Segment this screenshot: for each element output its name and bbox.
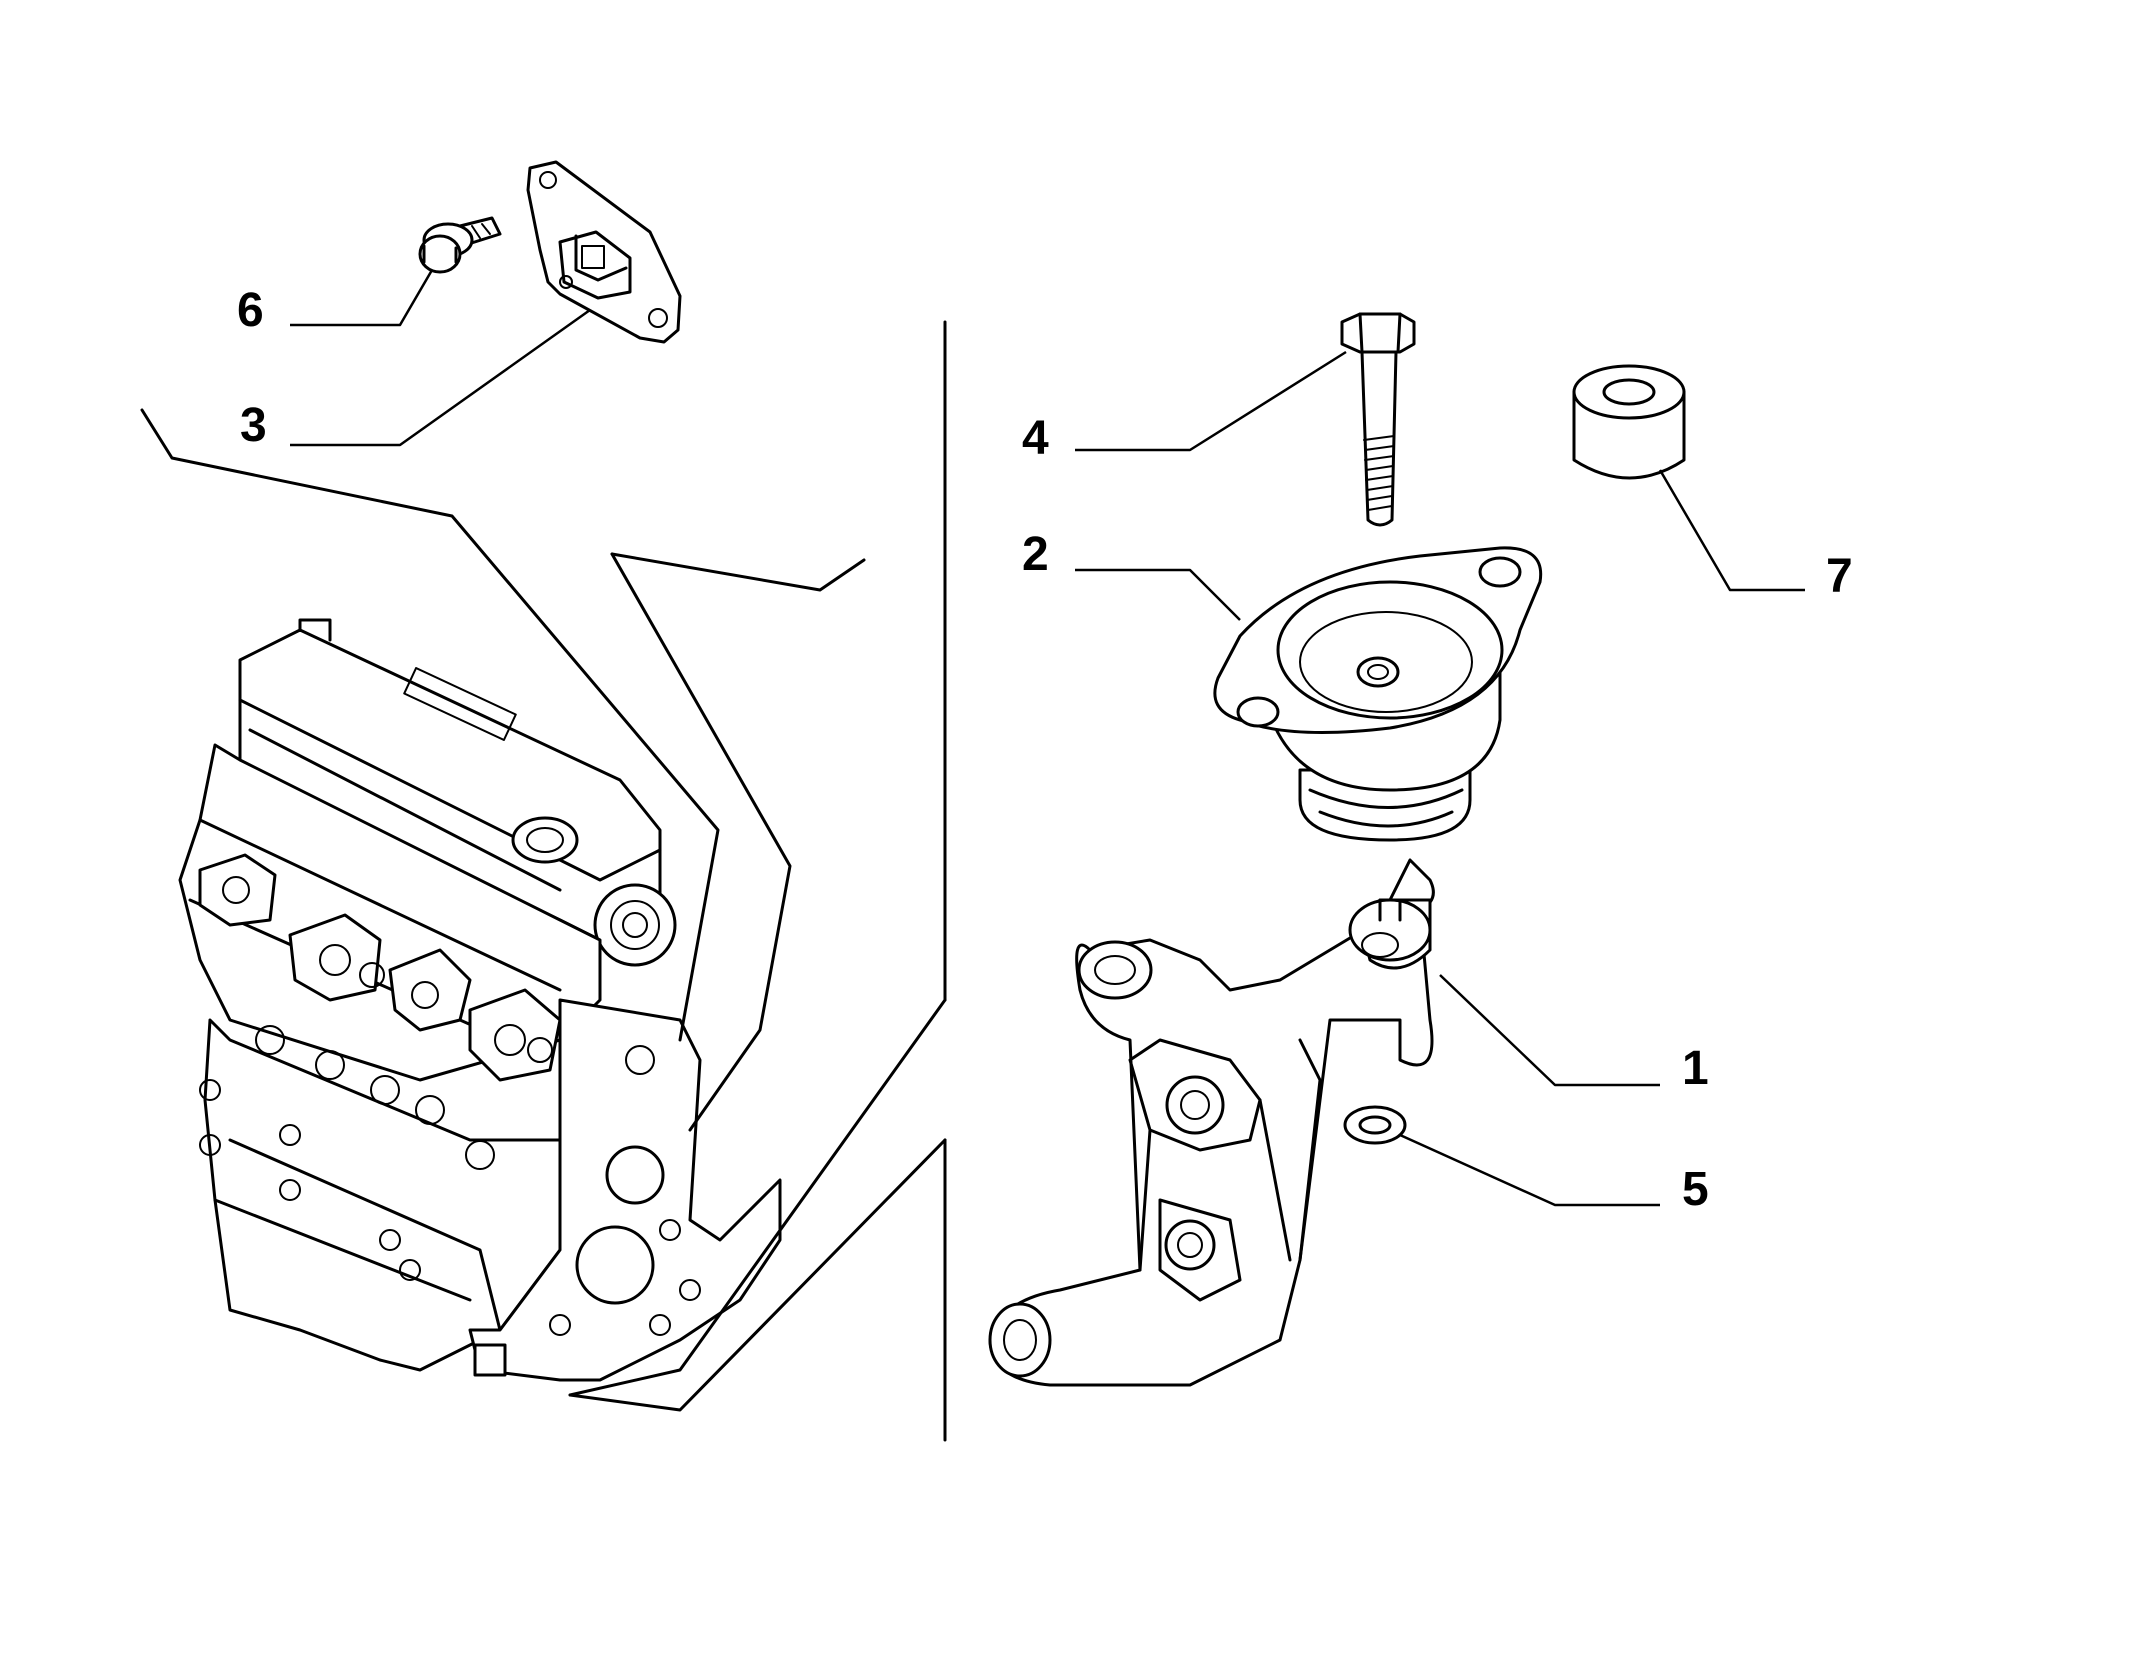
callout-6: 6	[237, 284, 264, 337]
part-6-flange-bolt	[418, 216, 502, 274]
leader-lines	[290, 269, 1805, 1207]
callout-7: 7	[1826, 550, 1853, 603]
callout-3: 3	[240, 399, 267, 452]
part-7-bush	[1572, 364, 1686, 480]
engine-block-drawing	[178, 618, 782, 1382]
engine-assembly-bracket-lines	[140, 408, 947, 1412]
part-4-bolt	[1340, 312, 1416, 527]
callout-labels: 6 3 4 2 7 1 5	[237, 284, 1853, 1216]
part-1-support-arm	[988, 858, 1435, 1387]
part-5-washer	[1343, 1105, 1407, 1145]
part-2-engine-mount	[1213, 546, 1543, 842]
part-3-bracket	[526, 160, 682, 344]
callout-2: 2	[1022, 528, 1049, 581]
callout-1: 1	[1682, 1042, 1709, 1095]
callout-5: 5	[1682, 1163, 1709, 1216]
exhaust-manifold	[198, 853, 562, 1082]
callout-4: 4	[1022, 412, 1049, 465]
